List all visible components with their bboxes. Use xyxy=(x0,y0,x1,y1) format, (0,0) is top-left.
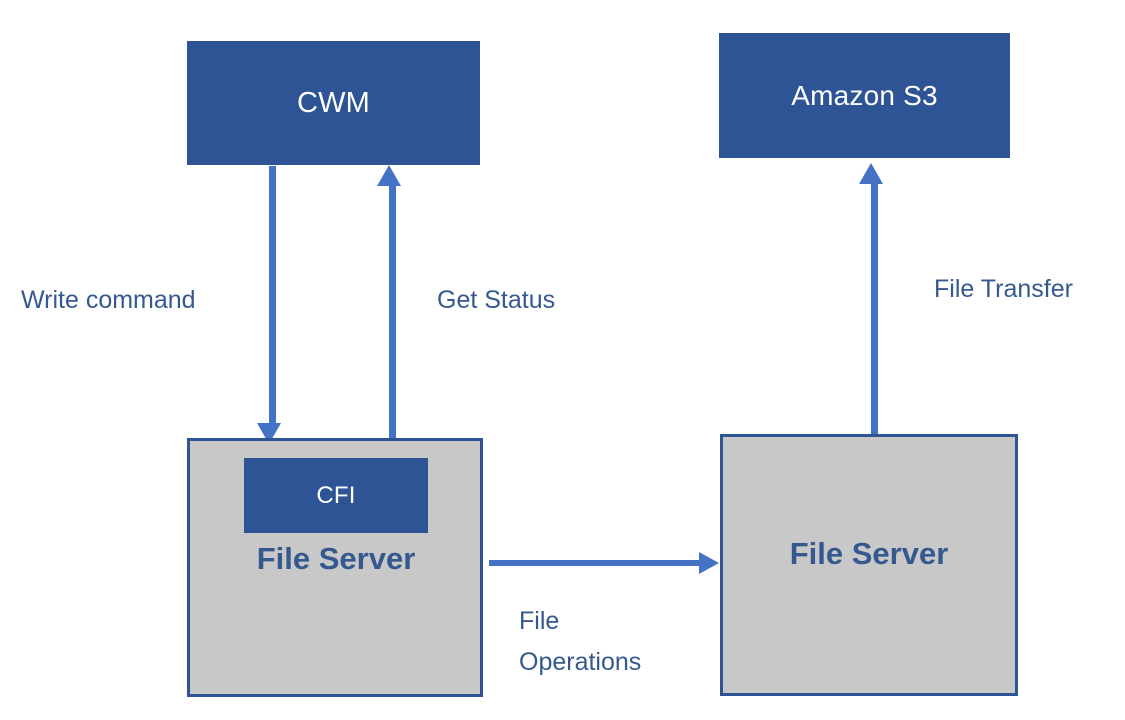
node-amazon-s3-label: Amazon S3 xyxy=(791,79,938,111)
arrow-get-status-head-icon xyxy=(377,165,401,186)
edge-label-get-status: Get Status xyxy=(437,286,556,314)
node-file-server-left-label: File Server xyxy=(256,541,416,576)
edge-label-file-operations-line1: File xyxy=(519,607,560,635)
arrow-write-command-line xyxy=(269,166,276,424)
node-cwm-label: CWM xyxy=(296,86,371,119)
node-cwm: CWM xyxy=(187,41,480,165)
edge-label-file-operations-line2: Operations xyxy=(519,648,642,677)
arrow-file-transfer-line xyxy=(871,184,878,441)
arrow-file-operations-line xyxy=(489,560,701,566)
edge-label-write-command: Write command xyxy=(21,286,196,314)
node-amazon-s3: Amazon S3 xyxy=(719,33,1010,158)
arrow-file-operations-head-icon xyxy=(699,552,719,574)
node-cfi: CFI xyxy=(244,458,428,533)
arrow-get-status-line xyxy=(389,186,396,452)
edge-label-file-transfer: File Transfer xyxy=(934,275,1073,303)
node-cfi-label: CFI xyxy=(316,481,356,509)
node-file-server-left xyxy=(187,438,483,697)
node-file-server-right-label: File Server xyxy=(789,536,949,571)
node-file-server-right xyxy=(720,434,1018,696)
edge-label-file-operations: File Operations xyxy=(519,601,689,684)
arrow-file-transfer-head-icon xyxy=(859,163,883,184)
